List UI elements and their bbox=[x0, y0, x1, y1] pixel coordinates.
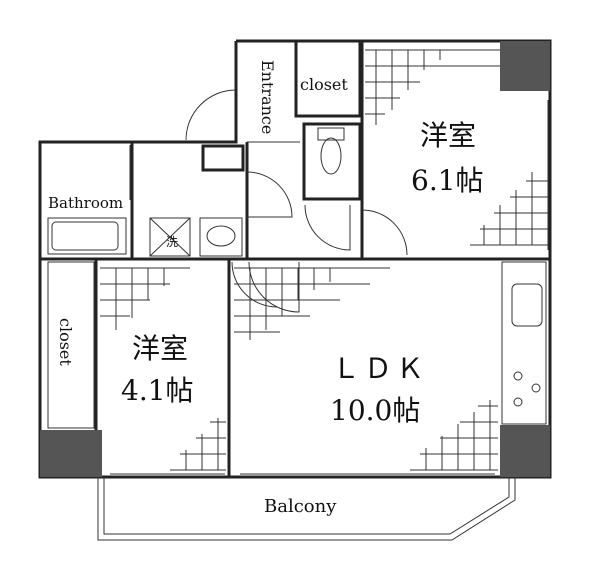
pillars bbox=[40, 41, 550, 477]
washing-machine-space bbox=[149, 217, 191, 257]
windows bbox=[110, 100, 549, 475]
doors bbox=[185, 89, 408, 313]
closet-top-label: closet bbox=[300, 75, 348, 94]
bathtub bbox=[47, 217, 127, 255]
washbasin bbox=[199, 217, 243, 257]
closet-left-outline bbox=[47, 261, 95, 429]
kitchen-counter bbox=[501, 261, 547, 425]
ldk-name: ＬＤＫ bbox=[332, 352, 428, 385]
balcony-label: Balcony bbox=[264, 496, 337, 517]
floor-grid-small-room bbox=[100, 267, 226, 471]
entrance-label: Entrance bbox=[258, 60, 277, 134]
closet-left-label: closet bbox=[56, 318, 75, 366]
exterior-walls bbox=[38, 39, 552, 479]
balcony-outline bbox=[97, 477, 516, 541]
western-large-size: 6.1帖 bbox=[411, 164, 484, 197]
washer-mark: 洗 bbox=[166, 235, 178, 249]
western-small-name: 洋室 bbox=[132, 332, 188, 365]
toilet bbox=[317, 127, 345, 175]
floor-grid-top-right bbox=[365, 49, 548, 246]
western-small-size: 4.1帖 bbox=[121, 374, 194, 407]
bathroom-label: Bathroom bbox=[48, 194, 123, 212]
ldk-size: 10.0帖 bbox=[330, 394, 420, 427]
western-large-name: 洋室 bbox=[420, 119, 476, 152]
